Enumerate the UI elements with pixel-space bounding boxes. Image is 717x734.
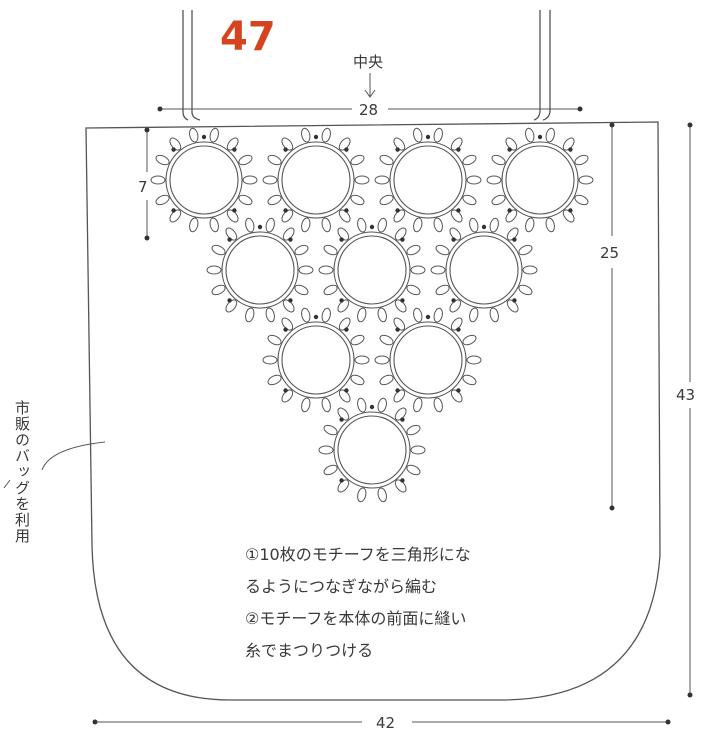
- dimension-42-label: 42: [376, 714, 395, 732]
- dimension-handle-span: 28: [157, 101, 583, 119]
- figure-number: 47: [220, 14, 276, 60]
- bag-handles: [182, 10, 551, 121]
- flower-motif: [486, 127, 594, 233]
- dimension-43-label: 43: [676, 386, 695, 404]
- instruction-line-4: 糸でまつりつける: [245, 641, 373, 660]
- flower-motif: [262, 307, 370, 413]
- dimension-motif-block-height: 25: [600, 122, 619, 511]
- dimension-28-label: 28: [359, 101, 378, 119]
- dimension-motif-height: 7: [138, 127, 150, 241]
- dimension-bag-width: 42: [92, 714, 671, 732]
- flower-motif: [374, 307, 482, 413]
- motif-triangle: [150, 127, 594, 503]
- side-label-store-bag: 市販のバッグを利用: [13, 400, 31, 544]
- flower-motif: [374, 127, 482, 233]
- instruction-line-1: ①10枚のモチーフを三角形にな: [245, 545, 471, 564]
- flower-motif: [150, 127, 258, 233]
- side-label-leader-tail: [3, 479, 11, 489]
- instruction-line-2: るようにつなぎながら編む: [245, 577, 437, 596]
- dimension-25-label: 25: [600, 244, 619, 262]
- flower-motif: [206, 217, 314, 323]
- side-label-leader: [41, 441, 106, 471]
- bag-body-outline: [85, 121, 661, 701]
- dimension-bag-height: 43: [676, 122, 695, 698]
- center-arrowhead: [364, 89, 376, 98]
- center-label: 中央: [353, 53, 383, 71]
- instruction-line-3: ②モチーフを本体の前面に縫い: [245, 609, 466, 628]
- flower-motif: [318, 217, 426, 323]
- instructions: ①10枚のモチーフを三角形にな るようにつなぎながら編む ②モチーフを本体の前面…: [245, 545, 471, 660]
- flower-motif: [318, 397, 426, 503]
- flower-motif: [262, 127, 370, 233]
- flower-motif: [430, 217, 538, 323]
- dimension-7-label: 7: [138, 178, 148, 196]
